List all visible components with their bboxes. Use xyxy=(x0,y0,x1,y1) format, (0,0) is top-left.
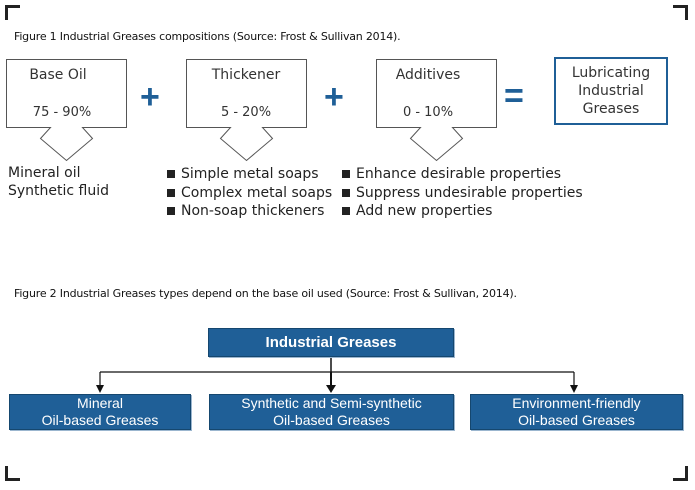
lubricating-industrial-greases-box: Lubricating Industrial Greases xyxy=(554,57,668,125)
thickener-range: 5 - 20% xyxy=(220,105,272,120)
thickener-types-list: Simple metal soaps Complex metal soaps N… xyxy=(167,165,332,221)
additives-label: Additives xyxy=(395,67,461,83)
additives-callout-shape xyxy=(376,59,497,162)
synthetic-oil-greases-box: Synthetic and Semi-synthetic Oil-based G… xyxy=(209,394,454,430)
result-line-3: Greases xyxy=(582,101,640,117)
additive-effect-item: Suppress undesirable properties xyxy=(342,184,583,203)
environment-friendly-greases-box: Environment-friendly Oil-based Greases xyxy=(470,394,683,430)
figure1-caption: Figure 1 Industrial Greases compositions… xyxy=(14,30,401,43)
base-oil-type-item: Synthetic fluid xyxy=(8,183,110,199)
thickener-type-item: Simple metal soaps xyxy=(167,165,332,184)
plus-symbol-2: + xyxy=(324,78,344,116)
additive-effect-item: Enhance desirable properties xyxy=(342,165,583,184)
child-line-1: Synthetic and Semi-synthetic xyxy=(241,395,422,411)
child-line-2: Oil-based Greases xyxy=(273,412,390,428)
base-oil-label: Base Oil xyxy=(29,67,87,83)
child-line-1: Mineral xyxy=(77,395,123,411)
equals-symbol: = xyxy=(504,77,524,115)
frame-corner-top-right xyxy=(673,5,688,20)
thickener-callout-shape xyxy=(186,59,307,162)
arrowhead-left xyxy=(96,385,104,393)
industrial-greases-root-box: Industrial Greases xyxy=(208,328,454,357)
base-oil-callout-shape xyxy=(6,59,127,162)
frame-corner-top-left xyxy=(5,5,20,20)
arrowhead-middle xyxy=(326,385,336,393)
child-line-1: Environment-friendly xyxy=(512,395,641,411)
child-line-2: Oil-based Greases xyxy=(518,412,635,428)
mineral-oil-greases-box: Mineral Oil-based Greases xyxy=(9,394,191,430)
child-line-2: Oil-based Greases xyxy=(41,412,159,428)
frame-corner-bottom-left xyxy=(5,466,20,481)
thickener-label: Thickener xyxy=(211,67,281,83)
additives-range: 0 - 10% xyxy=(402,105,454,120)
additive-effects-list: Enhance desirable properties Suppress un… xyxy=(342,165,583,221)
thickener-type-item: Non-soap thickeners xyxy=(167,202,332,221)
base-oil-type-item: Mineral oil xyxy=(8,165,81,181)
base-oil-range: 75 - 90% xyxy=(32,105,92,120)
plus-symbol-1: + xyxy=(140,78,160,116)
result-line-1: Lubricating xyxy=(571,65,651,81)
arrowhead-right xyxy=(570,385,578,393)
figure2-caption: Figure 2 Industrial Greases types depend… xyxy=(14,287,517,300)
result-line-2: Industrial xyxy=(578,83,644,99)
frame-corner-bottom-right xyxy=(673,466,688,481)
root-label: Industrial Greases xyxy=(265,334,397,351)
additive-effect-item: Add new properties xyxy=(342,202,583,221)
base-oil-types: Mineral oil Synthetic fluid xyxy=(8,164,109,200)
thickener-type-item: Complex metal soaps xyxy=(167,184,332,203)
